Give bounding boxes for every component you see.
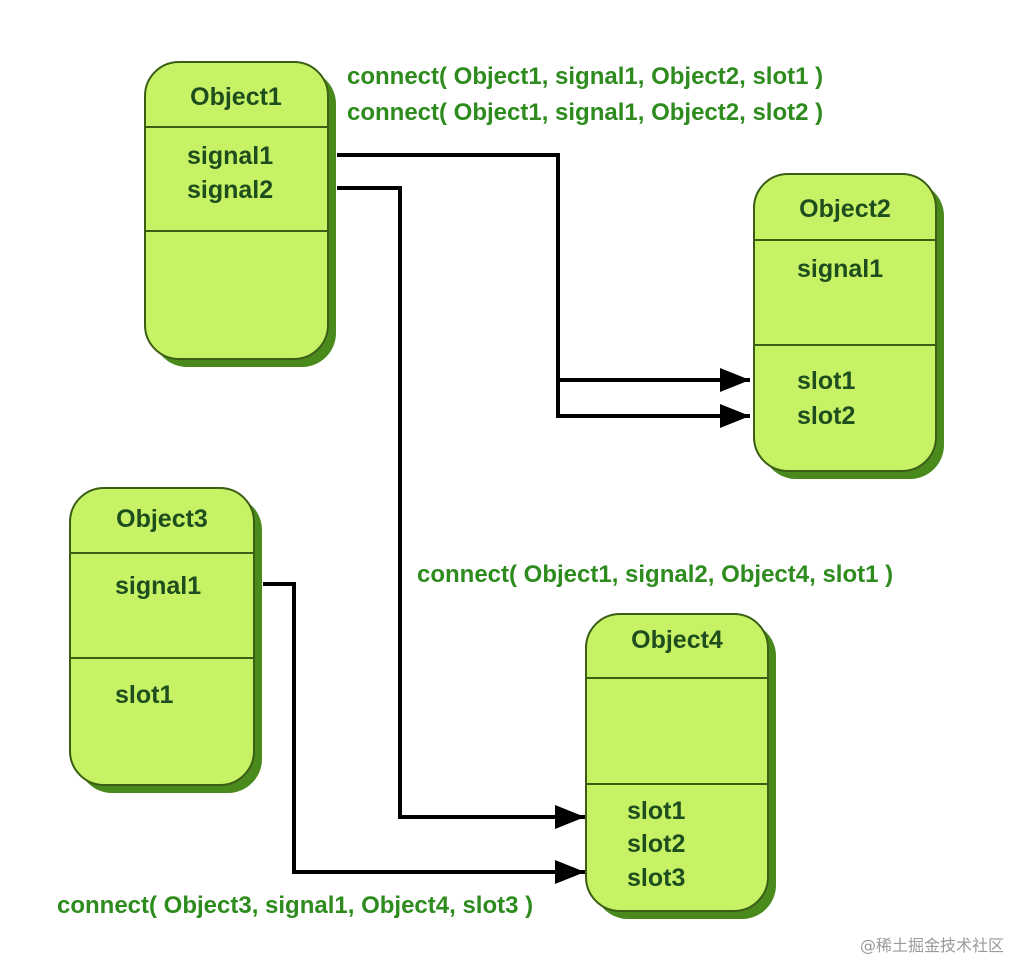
object2-box: Object2 signal1 slot1 slot2: [753, 173, 944, 479]
object4-slot1: slot1: [627, 797, 685, 825]
object3-slot1: slot1: [115, 681, 173, 709]
connection-labels: connect( Object1, signal1, Object2, slot…: [57, 63, 893, 919]
connection-line-o1s1-o2slot2: [556, 380, 750, 428]
object4-title: Object4: [631, 626, 723, 654]
connection-line-o3s1-o4slot3: [263, 582, 585, 884]
object3-signal1: signal1: [115, 572, 201, 600]
object3-title: Object3: [116, 505, 208, 533]
connection-label-4: connect( Object3, signal1, Object4, slot…: [57, 892, 533, 919]
connection-line-o1s2-o4slot1: [337, 186, 585, 829]
connection-lines: [263, 153, 750, 884]
object4-slot2: slot2: [627, 830, 685, 858]
object2-signal1: signal1: [797, 255, 883, 283]
watermark: @稀土掘金技术社区: [859, 936, 1004, 955]
connection-label-1: connect( Object1, signal1, Object2, slot…: [347, 63, 823, 90]
object1-title: Object1: [190, 83, 282, 111]
object3-box: Object3 signal1 slot1: [69, 487, 262, 793]
object4-box: Object4 slot1 slot2 slot3: [585, 613, 776, 919]
object2-title: Object2: [799, 195, 891, 223]
object2-slot2: slot2: [797, 402, 855, 430]
object1-signal2: signal2: [187, 176, 273, 204]
connection-label-3: connect( Object1, signal2, Object4, slot…: [417, 561, 893, 588]
object1-box: Object1 signal1 signal2: [144, 61, 336, 367]
object1-signal1: signal1: [187, 142, 273, 170]
connection-line-o1s1-o2slot1: [337, 153, 750, 392]
connection-label-2: connect( Object1, signal1, Object2, slot…: [347, 99, 823, 126]
object2-slot1: slot1: [797, 367, 855, 395]
object4-slot3: slot3: [627, 864, 685, 892]
